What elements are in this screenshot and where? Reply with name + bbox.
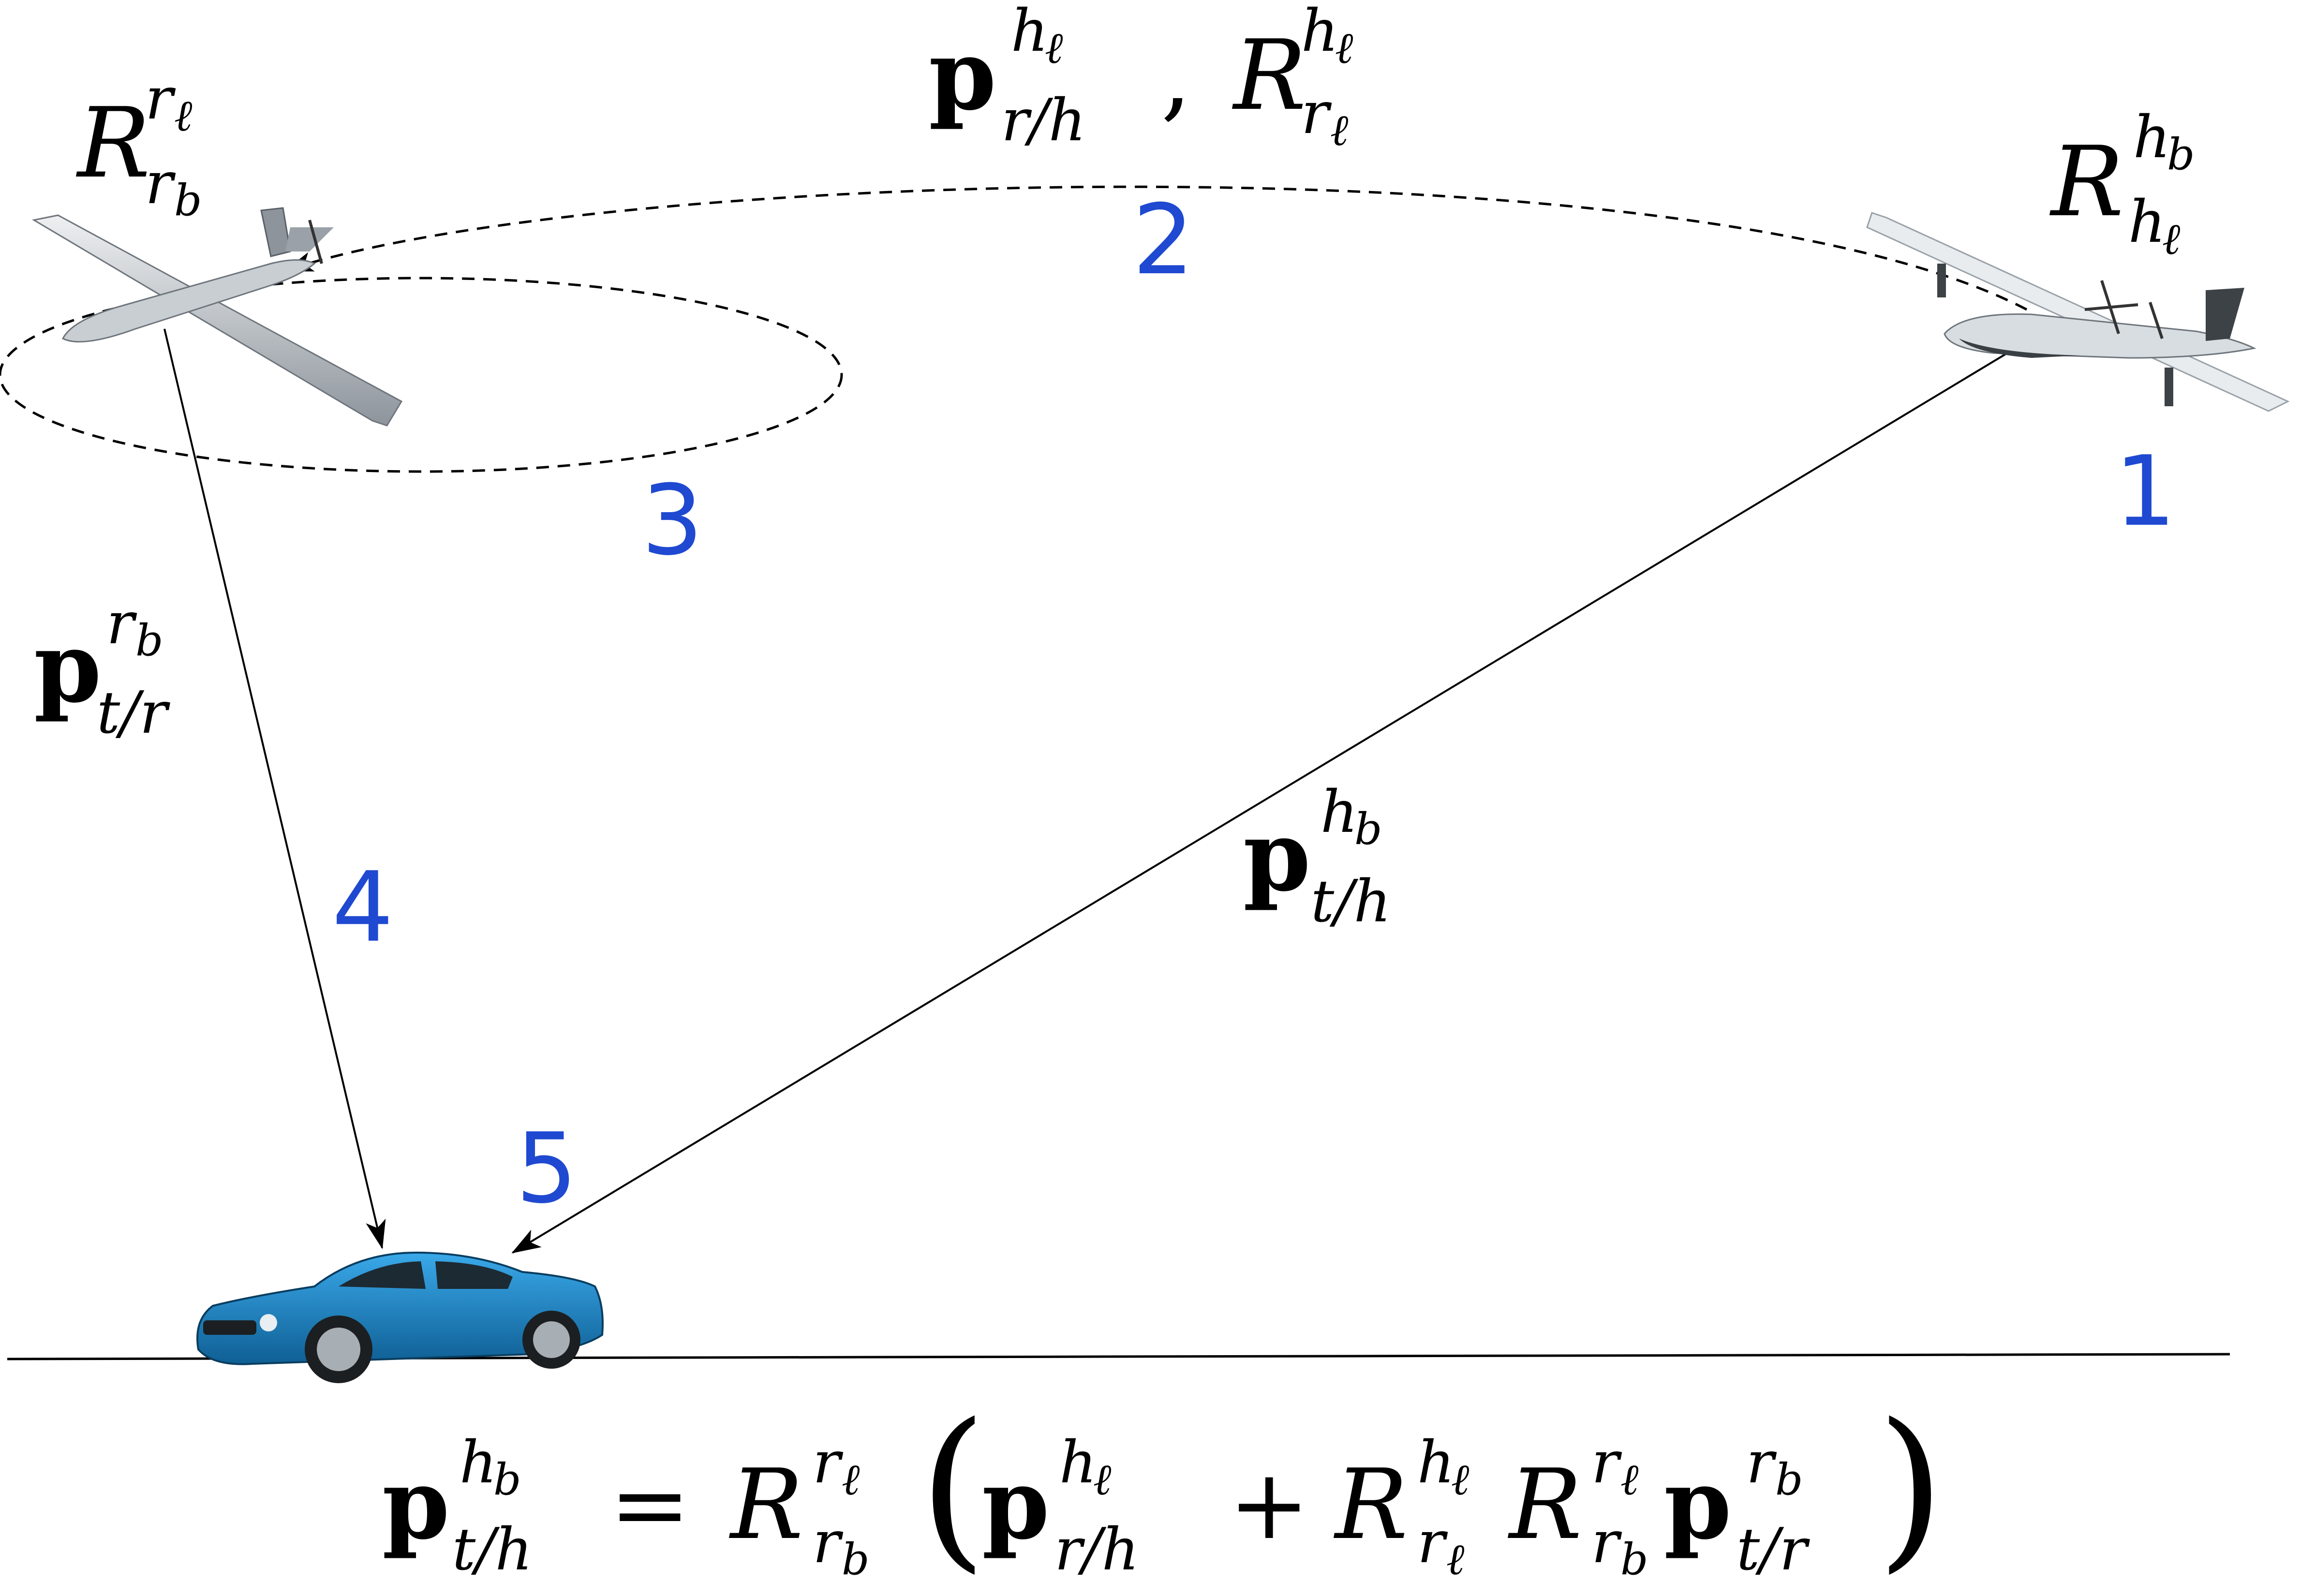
orbit-ellipse xyxy=(0,277,843,473)
svg-text:+: + xyxy=(1229,1448,1310,1561)
svg-text:,: , xyxy=(1161,19,1192,132)
svg-text:b: b xyxy=(493,1454,521,1505)
svg-text:h: h xyxy=(460,1429,497,1496)
svg-text:p: p xyxy=(929,18,996,132)
svg-text:(: ( xyxy=(919,1386,987,1589)
step-number-4: 4 xyxy=(332,851,393,964)
fixed-wing-uav-icon xyxy=(31,207,403,427)
hub-to-target-arrow xyxy=(511,352,2008,1254)
svg-text:ℓ: ℓ xyxy=(1045,23,1063,74)
svg-text:b: b xyxy=(2167,129,2195,180)
relay-rotation-label: R r ℓ r b xyxy=(75,65,202,226)
svg-text:t/h: t/h xyxy=(452,1516,533,1583)
svg-text:ℓ: ℓ xyxy=(2162,214,2181,265)
svg-text:b: b xyxy=(842,1534,870,1585)
svg-text:b: b xyxy=(1620,1534,1648,1585)
svg-text:p: p xyxy=(34,611,102,724)
svg-text:R: R xyxy=(1507,1448,1582,1561)
car-icon xyxy=(196,1251,604,1383)
relay-target-vector-label: p r b t/r xyxy=(34,590,171,747)
hub-target-vector-label: p h b t/h xyxy=(1243,779,1391,935)
svg-text:p: p xyxy=(1664,1448,1732,1561)
svg-text:ℓ: ℓ xyxy=(842,1454,860,1505)
svg-text:ℓ: ℓ xyxy=(1446,1534,1465,1585)
relay-to-target-arrow xyxy=(163,328,386,1249)
svg-text:b: b xyxy=(1775,1454,1803,1505)
svg-text:h: h xyxy=(1417,1429,1454,1496)
svg-text:b: b xyxy=(135,615,163,666)
step-number-3: 3 xyxy=(641,464,703,577)
svg-text:R: R xyxy=(2049,126,2124,238)
step-number-5: 5 xyxy=(516,1112,577,1225)
hub-rotation-label: R h b h ℓ xyxy=(2049,104,2195,265)
svg-text:R: R xyxy=(728,1448,803,1561)
svg-text:ℓ: ℓ xyxy=(1451,1454,1469,1505)
svg-text:): ) xyxy=(1877,1386,1944,1589)
svg-text:r: r xyxy=(1301,80,1332,147)
twin-prop-uav-icon xyxy=(1866,212,2290,412)
step-number-1: 1 xyxy=(2114,435,2176,548)
svg-text:p: p xyxy=(382,1448,450,1561)
svg-text:h: h xyxy=(1301,0,1338,65)
step-number-2: 2 xyxy=(1132,184,1194,296)
composition-equation: p h b t/h = R r ℓ r b ( p h ℓ r/h + R h … xyxy=(382,1386,1944,1589)
svg-text:t/r: t/r xyxy=(97,680,171,747)
svg-text:r: r xyxy=(145,65,176,133)
svg-text:R: R xyxy=(75,87,150,200)
svg-text:p: p xyxy=(982,1448,1050,1561)
svg-text:r/h: r/h xyxy=(1054,1516,1139,1583)
svg-text:t/r: t/r xyxy=(1736,1516,1810,1583)
svg-text:=: = xyxy=(609,1448,691,1561)
svg-text:r: r xyxy=(1746,1429,1777,1496)
svg-text:h: h xyxy=(2128,189,2166,256)
svg-text:r: r xyxy=(1591,1509,1622,1576)
svg-text:h: h xyxy=(2133,104,2170,171)
svg-text:p: p xyxy=(1243,799,1311,913)
svg-text:r/h: r/h xyxy=(1001,87,1086,154)
svg-text:b: b xyxy=(174,175,202,226)
svg-text:ℓ: ℓ xyxy=(1335,23,1353,74)
transfer-arc xyxy=(284,185,2028,311)
svg-text:b: b xyxy=(1354,804,1382,855)
svg-text:r: r xyxy=(106,590,137,657)
svg-text:r: r xyxy=(145,150,176,217)
svg-text:h: h xyxy=(1011,0,1048,65)
svg-text:h: h xyxy=(1059,1429,1097,1496)
svg-text:r: r xyxy=(813,1509,844,1576)
svg-text:R: R xyxy=(1232,19,1306,132)
svg-text:ℓ: ℓ xyxy=(1093,1454,1112,1505)
transfer-label: p h ℓ r/h , R h ℓ r ℓ xyxy=(929,0,1353,156)
svg-text:r: r xyxy=(813,1429,844,1496)
svg-text:ℓ: ℓ xyxy=(174,90,193,141)
svg-text:R: R xyxy=(1333,1448,1408,1561)
svg-text:h: h xyxy=(1321,779,1358,846)
svg-text:r: r xyxy=(1417,1509,1448,1576)
svg-text:r: r xyxy=(1591,1429,1622,1496)
svg-text:ℓ: ℓ xyxy=(1620,1454,1639,1505)
svg-text:t/h: t/h xyxy=(1311,868,1391,935)
svg-text:ℓ: ℓ xyxy=(1330,105,1349,156)
